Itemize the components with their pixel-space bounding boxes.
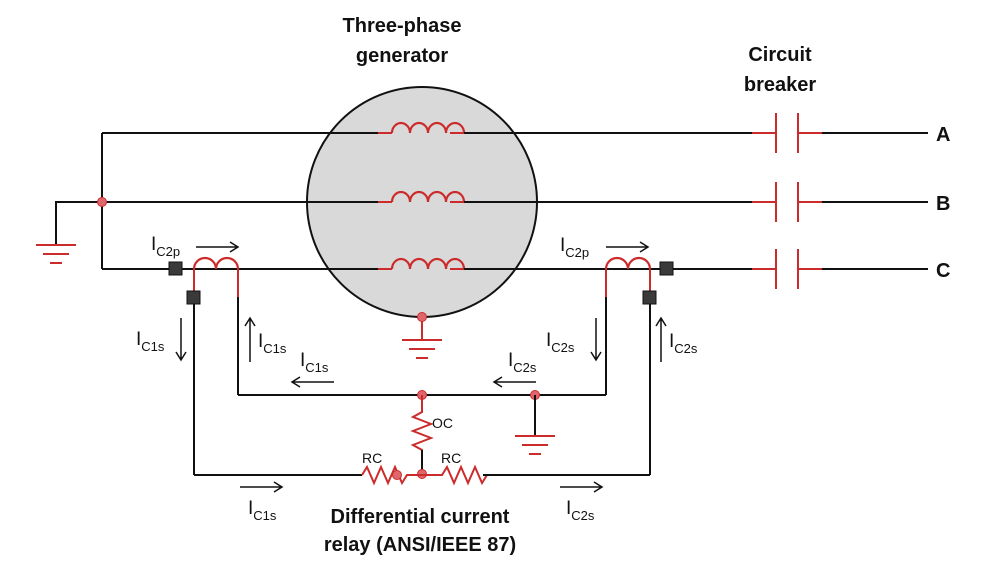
left-current-transformer — [168, 256, 240, 475]
generator-title-line1: Three-phase — [343, 15, 462, 37]
relay-title-line2: relay (ANSI/IEEE 87) — [324, 534, 516, 556]
phase-b-line — [102, 182, 928, 222]
rc-left-label: RC — [362, 450, 382, 466]
current-label-ic2s-mid: IC2s — [508, 350, 537, 375]
secondary-lower-bus — [194, 464, 650, 486]
right-current-transformer — [604, 256, 674, 475]
current-label-ic1s-bottom: IC1s — [248, 498, 277, 523]
oc-relay-element — [410, 395, 434, 479]
phase-label-c: C — [936, 260, 950, 282]
generator-title-line2: generator — [356, 45, 448, 67]
current-label-ic2s-bottom: IC2s — [566, 498, 595, 523]
generator-ground — [402, 312, 442, 359]
phase-c-line — [102, 249, 928, 289]
phase-a-line — [102, 113, 928, 153]
star-point-ground — [36, 133, 107, 269]
left-ct-secondary-terminal — [186, 290, 201, 305]
current-label-ic2s-up: IC2s — [669, 331, 698, 356]
phase-label-b: B — [936, 193, 950, 215]
current-label-ic1s-down: IC1s — [136, 329, 165, 354]
current-label-ic2s-down: IC2s — [546, 330, 575, 355]
left-ct-primary-terminal — [168, 261, 183, 276]
current-label-ic1s-mid: IC1s — [300, 350, 329, 375]
current-arrows — [175, 241, 667, 493]
current-label-ic2p-left: IC2p — [151, 234, 180, 259]
current-label-ic1s-up: IC1s — [258, 331, 287, 356]
phase-label-a: A — [936, 124, 950, 146]
breaker-title-line2: breaker — [744, 74, 816, 96]
relay-title-line1: Differential current — [331, 506, 510, 528]
right-ct-primary-terminal — [659, 261, 674, 276]
current-label-ic2p-right: IC2p — [560, 235, 589, 260]
oc-label: OC — [432, 415, 453, 431]
breaker-title-line1: Circuit — [748, 44, 812, 66]
rc-right-label: RC — [441, 450, 461, 466]
right-ct-secondary-terminal — [642, 290, 657, 305]
